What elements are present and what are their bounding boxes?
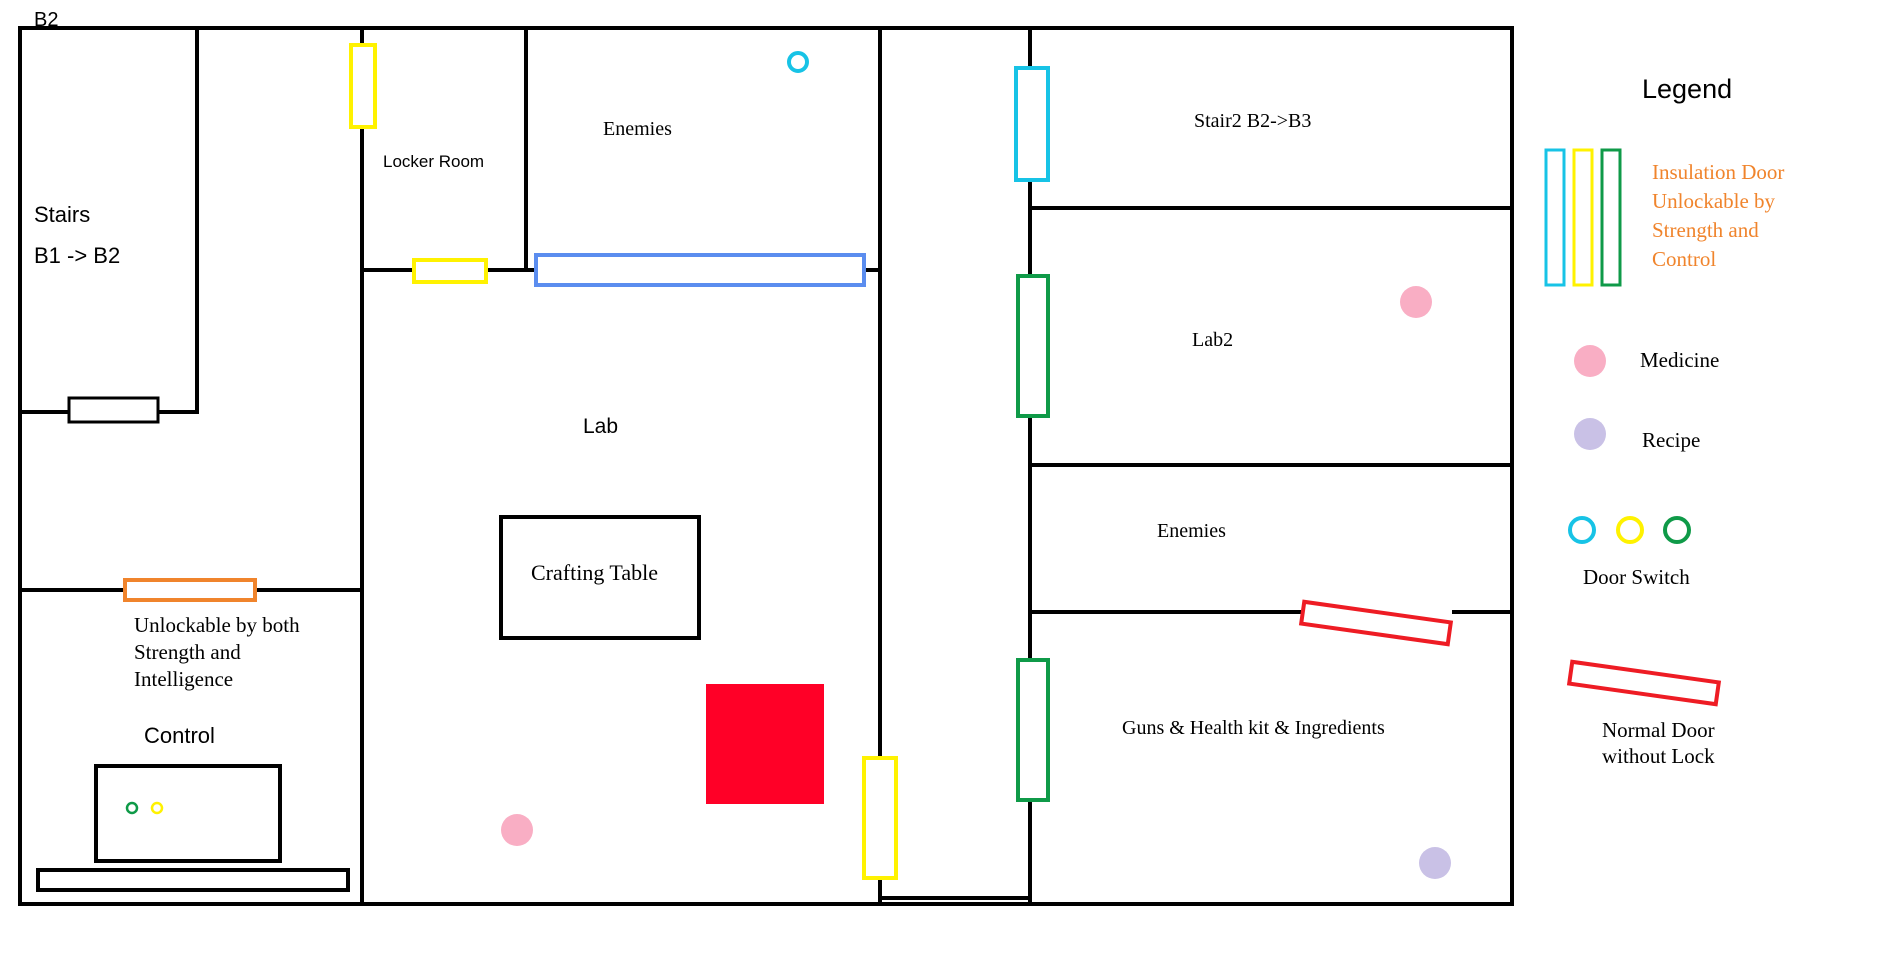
legend-cyan-door-icon (1544, 148, 1566, 287)
red-block (706, 684, 824, 804)
legend: Legend Insulation Door Unlockable by Str… (1544, 74, 1784, 768)
legend-insulation-line3: Strength and (1652, 218, 1759, 242)
legend-insulation-line1: Insulation Door (1652, 160, 1784, 184)
lab-label: Lab (583, 415, 618, 438)
enemies-top-label: Enemies (603, 118, 672, 140)
crafting-table-label: Crafting Table (531, 560, 658, 585)
stairs-title: Stairs (34, 202, 90, 227)
green-door-lab2[interactable] (1016, 274, 1050, 418)
outer-wall (18, 26, 1514, 906)
legend-red-door-icon (1566, 659, 1722, 707)
legend-green-switch-icon (1663, 516, 1691, 544)
yellow-door-locker-top[interactable] (349, 43, 377, 129)
lab2-label: Lab2 (1192, 329, 1233, 351)
legend-yellow-door-icon (1572, 148, 1594, 287)
cyan-switch-icon[interactable] (787, 51, 809, 73)
legend-green-door-icon (1600, 148, 1622, 287)
locker-room-label: Locker Room (383, 152, 484, 171)
green-door-guns[interactable] (1016, 658, 1050, 802)
crafting-table[interactable] (499, 515, 701, 640)
control-label: Control (144, 723, 215, 748)
legend-door-switch-label: Door Switch (1583, 565, 1690, 589)
blue-door-enemies[interactable] (534, 253, 866, 287)
yellow-switch-icon[interactable] (150, 801, 164, 815)
legend-insulation-line4: Control (1652, 247, 1716, 271)
legend-normal-door-line2: without Lock (1602, 744, 1715, 768)
stair2-label: Stair2 B2->B3 (1194, 110, 1311, 132)
orange-door[interactable] (123, 578, 257, 602)
guns-room-label: Guns & Health kit & Ingredients (1122, 717, 1385, 739)
medicine-icon[interactable] (501, 814, 533, 846)
green-switch-icon[interactable] (125, 801, 139, 815)
floor-label: B2 (34, 9, 58, 31)
legend-title: Legend (1642, 74, 1732, 104)
legend-recipe-icon (1574, 418, 1606, 450)
legend-recipe-label: Recipe (1642, 428, 1700, 452)
control-desk (36, 868, 350, 892)
medicine-icon[interactable] (1400, 286, 1432, 318)
legend-medicine-icon (1574, 345, 1606, 377)
stairs-door[interactable] (67, 396, 160, 424)
legend-cyan-switch-icon (1568, 516, 1596, 544)
enemies-right-label: Enemies (1157, 520, 1226, 542)
control-panel[interactable] (94, 764, 282, 863)
cyan-door-stair2[interactable] (1014, 66, 1050, 182)
legend-medicine-label: Medicine (1640, 348, 1719, 372)
red-door-normal[interactable] (1298, 599, 1454, 647)
unlockable-note-line3: Intelligence (134, 667, 233, 691)
recipe-icon[interactable] (1419, 847, 1451, 879)
legend-insulation-line2: Unlockable by (1652, 189, 1776, 213)
unlockable-note-line2: Strength and (134, 640, 241, 664)
unlockable-note-line1: Unlockable by both (134, 613, 300, 637)
legend-normal-door-line1: Normal Door (1602, 718, 1715, 742)
legend-yellow-switch-icon (1616, 516, 1644, 544)
yellow-door-lab-right[interactable] (862, 756, 898, 880)
yellow-door-locker-bottom[interactable] (412, 258, 488, 284)
stairs-subtitle: B1 -> B2 (34, 243, 120, 268)
